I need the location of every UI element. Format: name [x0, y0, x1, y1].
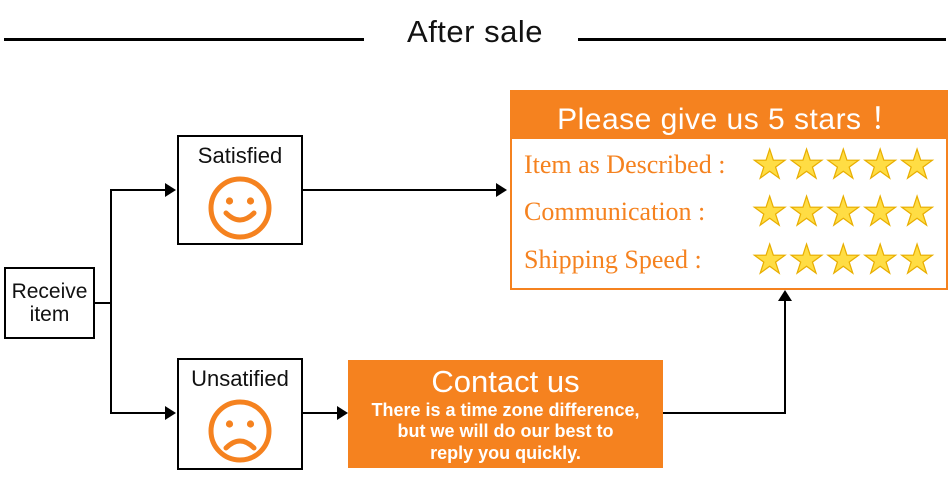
connector-contact-horizontal [663, 412, 786, 414]
node-satisfied: Satisfied [177, 135, 303, 245]
star-rating: ★★★★★ [751, 190, 936, 235]
star-icon: ★ [825, 190, 863, 235]
star-icon: ★ [825, 142, 863, 187]
star-icon: ★ [751, 190, 789, 235]
stars-panel-rows: Item as Described : ★★★★★ Communication … [512, 139, 946, 288]
star-rating: ★★★★★ [751, 238, 936, 283]
star-icon: ★ [862, 238, 900, 283]
arrowhead-contact-to-stars [778, 290, 792, 301]
star-icon: ★ [788, 190, 826, 235]
connector-receive-stub [94, 302, 111, 304]
stars-panel-header: Please give us 5 stars ！ [512, 92, 946, 139]
rating-row-shipping-speed: Shipping Speed : ★★★★★ [524, 238, 936, 283]
rating-label: Item as Described : [524, 149, 726, 179]
star-icon: ★ [751, 238, 789, 283]
connector-satisfied-to-stars [303, 189, 497, 191]
star-icon: ★ [899, 142, 936, 187]
star-icon: ★ [862, 142, 900, 187]
page-title: After sale [407, 14, 543, 49]
arrowhead-to-satisfied [165, 183, 176, 197]
five-stars-panel: Please give us 5 stars ！ Item as Describ… [510, 90, 948, 290]
star-icon: ★ [899, 238, 936, 283]
sad-face-icon [208, 399, 272, 463]
connector-contact-vertical [784, 300, 786, 414]
contact-line-3: reply you quickly. [430, 442, 581, 463]
rating-row-item-as-described: Item as Described : ★★★★★ [524, 142, 936, 187]
title-rule-right [578, 38, 946, 41]
star-icon: ★ [899, 190, 936, 235]
arrowhead-satisfied-to-stars [496, 183, 507, 197]
rating-label: Communication : [524, 197, 706, 227]
rating-row-communication: Communication : ★★★★★ [524, 190, 936, 235]
node-receive-item: Receive item [4, 267, 95, 339]
connector-to-satisfied [110, 189, 166, 191]
title-rule-left [4, 38, 364, 41]
smiley-face-icon [208, 176, 272, 240]
connector-to-unsatisfied [110, 412, 166, 414]
star-rating: ★★★★★ [751, 142, 936, 187]
contact-us-box: Contact us There is a time zone differen… [348, 360, 663, 468]
star-icon: ★ [788, 142, 826, 187]
star-icon: ★ [825, 238, 863, 283]
star-icon: ★ [862, 190, 900, 235]
satisfied-label: Satisfied [197, 143, 283, 168]
arrowhead-unsatisfied-to-contact [337, 406, 348, 420]
contact-line-2: but we will do our best to [397, 421, 614, 442]
star-icon: ★ [751, 142, 789, 187]
rating-label: Shipping Speed : [524, 245, 702, 275]
contact-line-1: There is a time zone difference, [371, 400, 640, 421]
unsatisfied-label: Unsatified [191, 366, 289, 391]
contact-title: Contact us [431, 364, 580, 399]
receive-item-label: Receive item [11, 279, 88, 326]
star-icon: ★ [788, 238, 826, 283]
node-unsatisfied: Unsatified [177, 358, 303, 470]
arrowhead-to-unsatisfied [165, 406, 176, 420]
connector-branch-vertical [110, 189, 112, 414]
connector-unsatisfied-to-contact [303, 412, 338, 414]
